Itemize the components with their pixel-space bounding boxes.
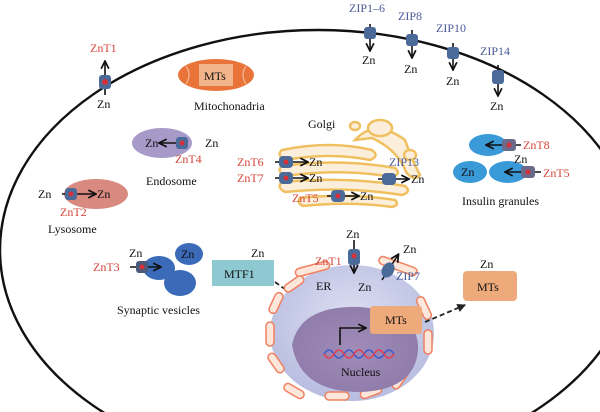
lysosome-label: Lysosome	[48, 222, 97, 236]
nucleus-label: Nucleus	[341, 365, 381, 379]
zn-label: Zn	[403, 242, 416, 256]
zip14-transporter: ZIP14 Zn	[480, 44, 510, 113]
znt7-label: ZnT7	[237, 171, 264, 185]
zip8-label: ZIP8	[398, 9, 422, 23]
zn-label: Zn	[360, 189, 373, 203]
zip10-label: ZIP10	[436, 21, 466, 35]
znt1-plasma-label: ZnT1	[90, 41, 117, 55]
znt1-er-label: ZnT1	[315, 254, 342, 268]
endosome: Zn Zn ZnT4 Endosome	[132, 128, 218, 188]
cytosolic-mts-label: MTs	[477, 280, 499, 294]
synaptic-vesicles-label: Synaptic vesicles	[117, 303, 200, 317]
znt8-label: ZnT8	[523, 138, 550, 152]
mito-mts-label: MTs	[204, 69, 226, 83]
zn-label: Zn	[97, 97, 110, 111]
zn-label: Zn	[404, 62, 417, 76]
zn-label: Zn	[514, 152, 527, 166]
zn-label: Zn	[490, 99, 503, 113]
zn-label: Zn	[446, 74, 459, 88]
zn-label: Zn	[129, 246, 142, 260]
zip1-6-label: ZIP1–6	[349, 1, 385, 15]
plasma-membrane	[0, 28, 600, 412]
mts-export-arrow	[424, 303, 466, 323]
mitochondria-label: Mitochonadria	[194, 99, 265, 113]
zn-label: Zn	[362, 53, 375, 67]
nuclear-mts-label: MTs	[385, 313, 407, 327]
nuclear-mts-box	[370, 306, 422, 334]
cytosolic-mts: MTs Zn	[463, 257, 517, 301]
znt1-plasma-transporter: ZnT1 Zn	[90, 41, 117, 111]
zip8-transporter: ZIP8 Zn	[398, 9, 422, 76]
zn-label: Zn	[346, 227, 359, 241]
zip1-6-transporter: ZIP1–6 Zn	[349, 1, 385, 67]
zn-label: Zn	[251, 246, 264, 260]
zip13-label: ZIP13	[389, 155, 419, 169]
znt6-label: ZnT6	[237, 155, 264, 169]
zn-label: Zn	[461, 165, 474, 179]
zn-label: Zn	[38, 187, 51, 201]
zip7-label: ZIP7	[396, 269, 420, 283]
znt5-golgi-label: ZnT5	[292, 191, 319, 205]
synaptic-vesicles: ZnT3 Zn Zn Synaptic vesicles	[93, 243, 203, 317]
zn-label: Zn	[480, 257, 493, 271]
insulin-granules-label: Insulin granules	[462, 194, 539, 208]
mtf1-label: MTF1	[224, 267, 255, 281]
zn-label: Zn	[97, 187, 110, 201]
golgi: Golgi ZnT6 Zn ZnT7 Zn ZnT5 Zn Z	[237, 117, 424, 209]
zn-label: Zn	[411, 172, 424, 186]
zip10-transporter: ZIP10 Zn	[436, 21, 466, 88]
endosome-label: Endosome	[146, 174, 197, 188]
dna-helix	[323, 349, 395, 359]
lysosome: Zn Zn ZnT2 Lysosome	[38, 179, 128, 236]
golgi-label: Golgi	[308, 117, 336, 131]
er-label: ER	[316, 279, 331, 293]
zn-label: Zn	[358, 280, 371, 294]
zn-label: Zn	[205, 136, 218, 150]
insulin-granules: ZnT8 Zn ZnT5 Zn Insulin granules	[453, 134, 570, 208]
mito-mts-box	[199, 64, 233, 86]
transcription-arrow	[339, 328, 365, 345]
zip14-label: ZIP14	[480, 44, 510, 58]
zn-label: Zn	[309, 155, 322, 169]
zn-label: Zn	[181, 247, 194, 261]
mitochondria: MTs Mitochonadria	[178, 59, 265, 113]
zn-label: Zn	[309, 171, 322, 185]
znt2-label: ZnT2	[60, 205, 87, 219]
znt3-label: ZnT3	[93, 260, 120, 274]
zn-label: Zn	[145, 136, 158, 150]
nucleus: Nucleus MTs	[292, 303, 466, 392]
znt4-label: ZnT4	[175, 152, 202, 166]
znt5-granule-label: ZnT5	[543, 166, 570, 180]
